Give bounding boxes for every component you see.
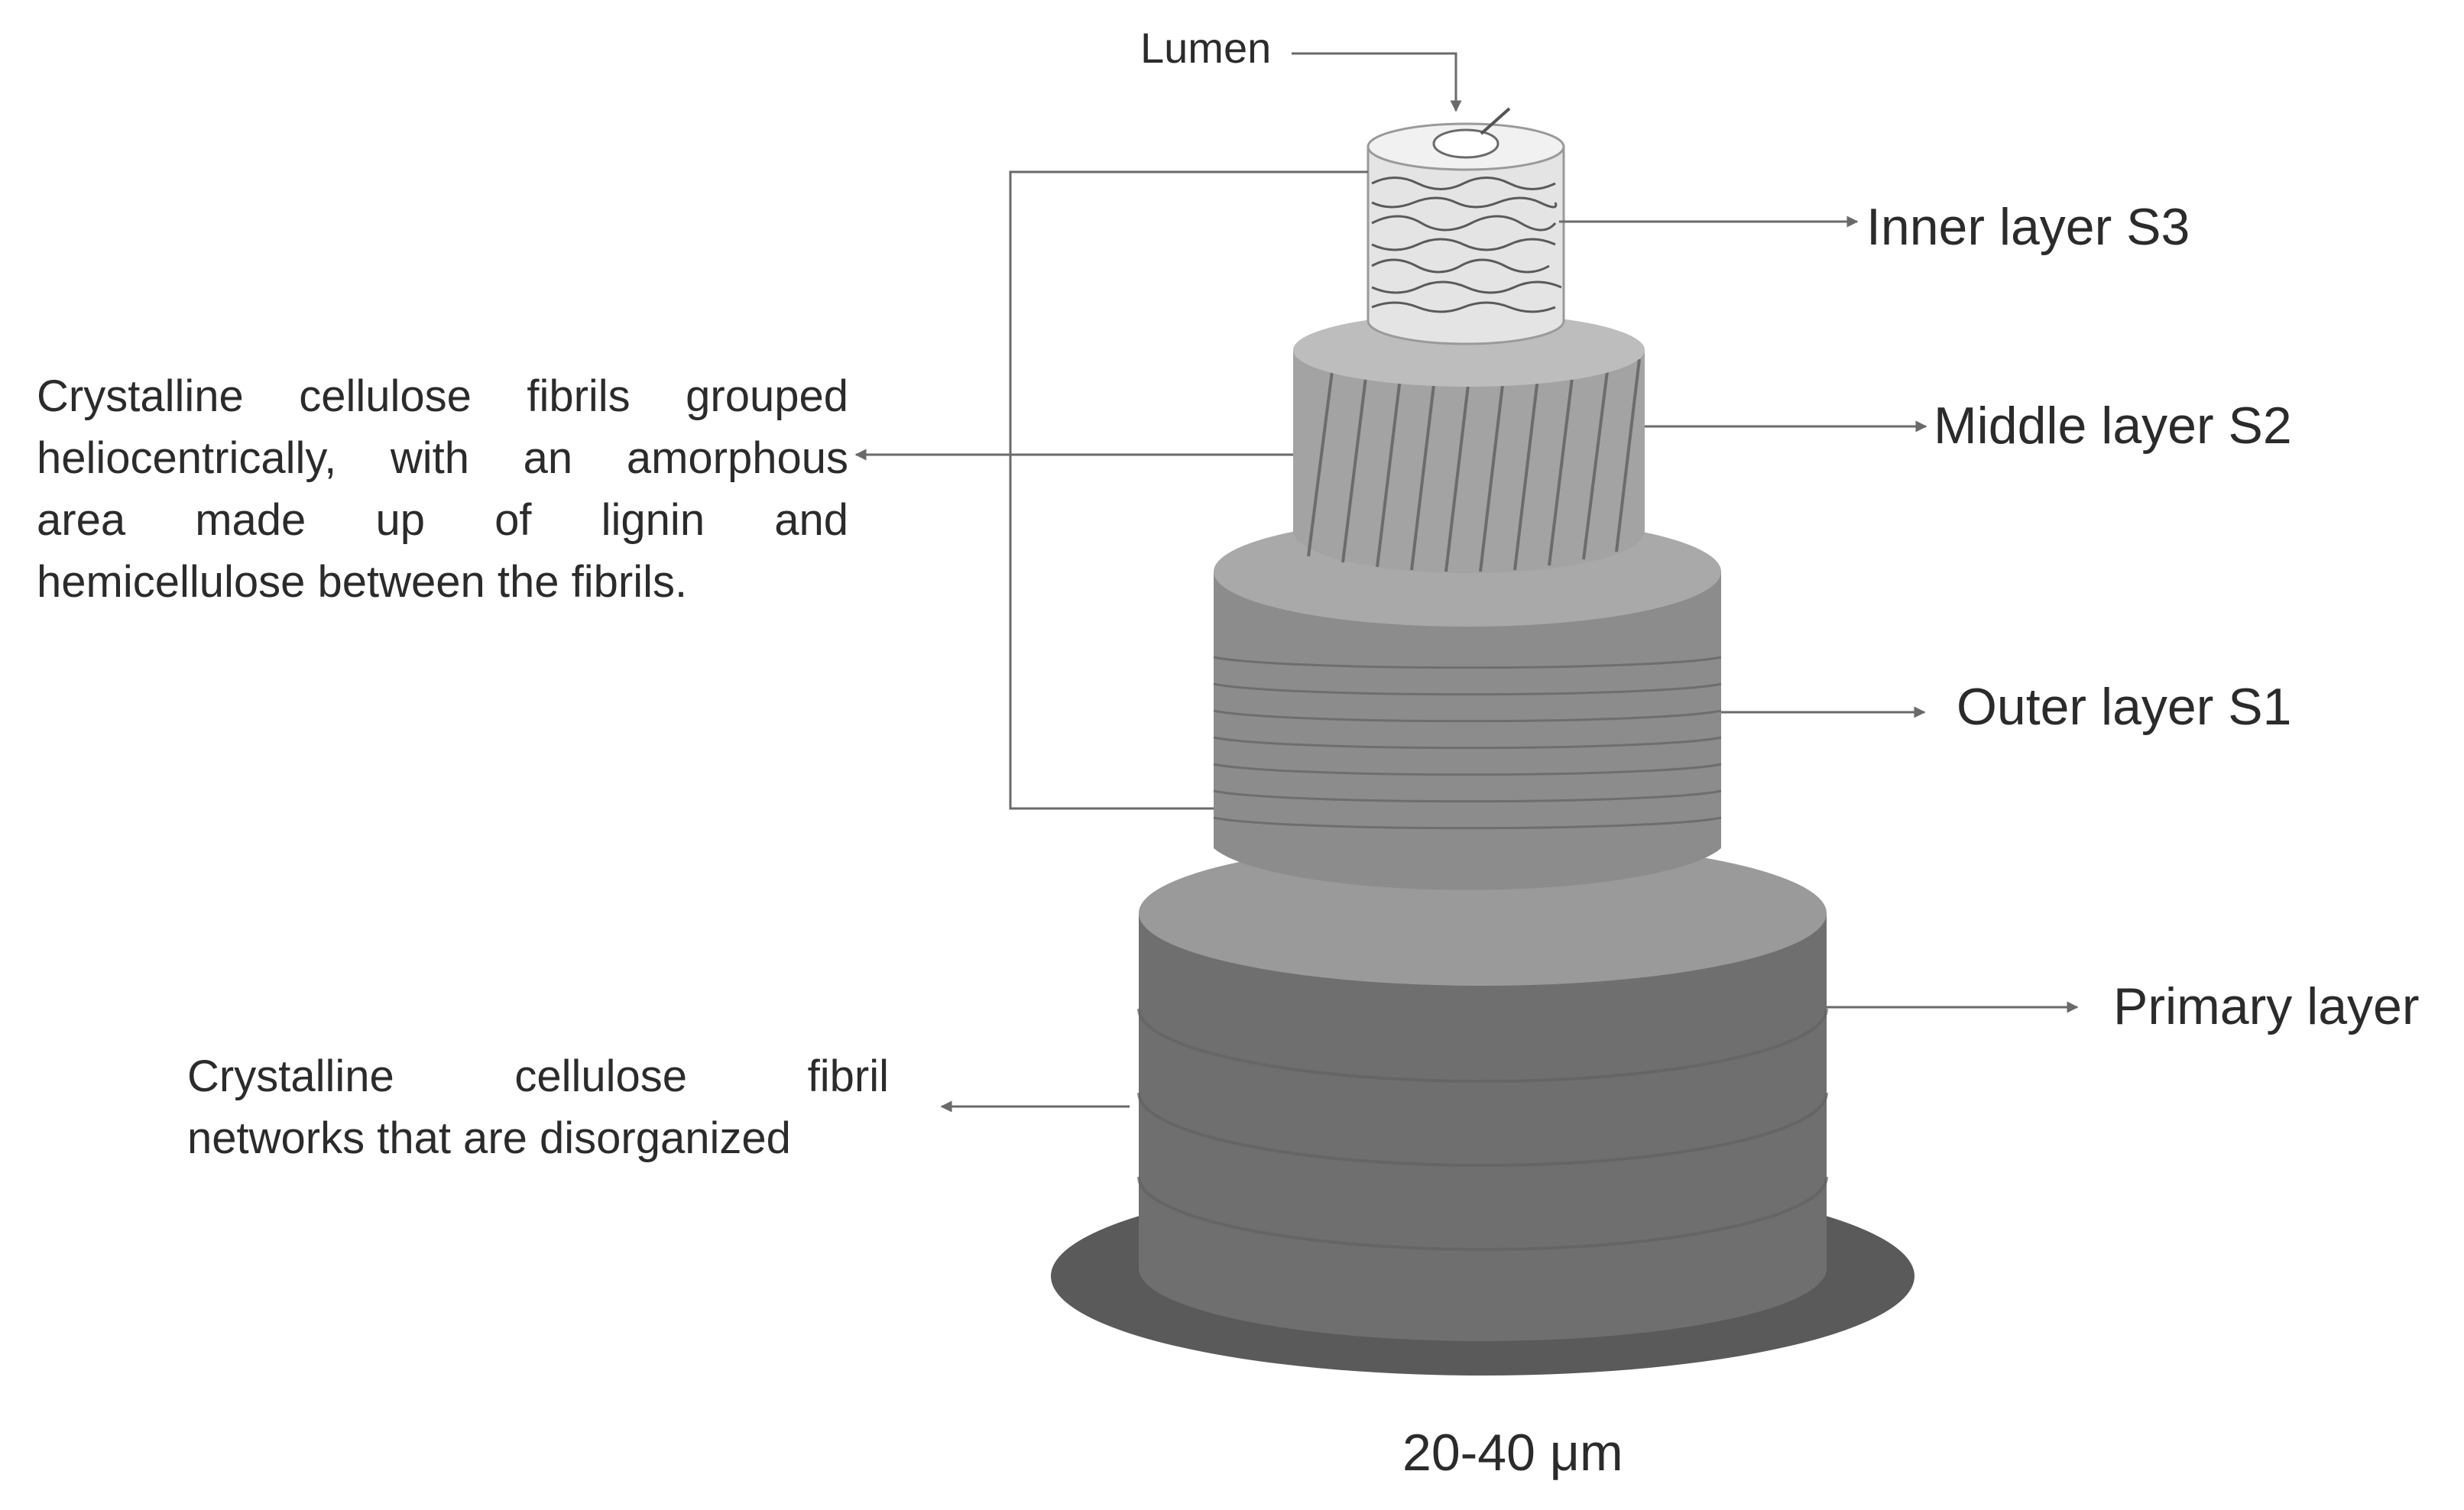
- s1-layer-side: [1214, 572, 1721, 890]
- description-line: heliocentrically, with an amorphous: [37, 433, 848, 483]
- lumen-mark: [1480, 107, 1511, 135]
- primary-wall-description: Crystalline cellulose fibril networks th…: [187, 1045, 889, 1169]
- description-line: hemicellulose between the fibrils.: [37, 557, 688, 607]
- primary-layer-label: Primary layer: [2113, 977, 2420, 1035]
- s2-layer-side: [1293, 350, 1645, 573]
- description-line: area made up of lignin and: [37, 495, 848, 545]
- middle-layer-label: Middle layer S2: [1934, 397, 2292, 455]
- description-line: networks that are disorganized: [187, 1113, 791, 1163]
- description-line: Crystalline cellulose fibrils grouped: [37, 371, 848, 421]
- primary-layer-side: [1139, 913, 1827, 1341]
- lumen-leader: [1292, 52, 1462, 112]
- s2-layer-cylinder: [1293, 313, 1645, 573]
- scale-label: 20-40 μm: [1402, 1424, 1623, 1482]
- inner-layer-label: Inner layer S3: [1866, 198, 2190, 256]
- lumen-label: Lumen: [1140, 24, 1272, 72]
- lumen-opening: [1432, 128, 1499, 159]
- secondary-wall-description: Crystalline cellulose fibrils grouped he…: [37, 365, 848, 613]
- primary-layer-cylinder: [1137, 841, 1828, 1341]
- outer-layer-label: Outer layer S1: [1957, 678, 2292, 736]
- description-line: Crystalline cellulose fibril: [187, 1051, 889, 1101]
- secondary-wall-bracket: [854, 170, 1368, 810]
- s3-layer-cylinder: [1367, 107, 1565, 345]
